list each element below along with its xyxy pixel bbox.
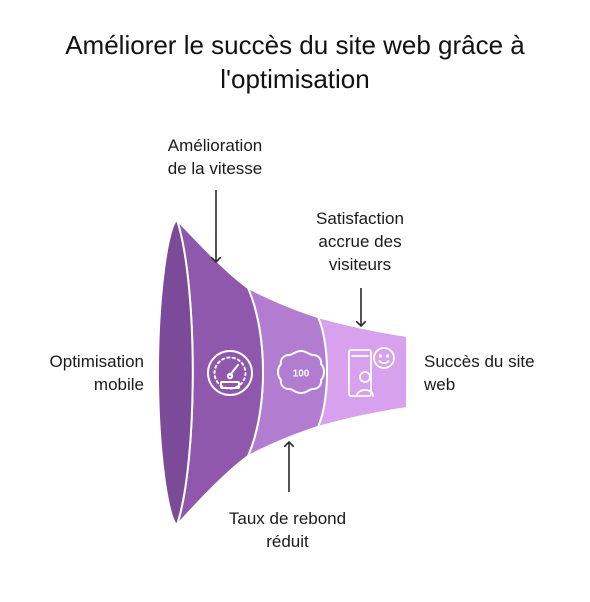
label-bounce-line-2: réduit (266, 532, 309, 551)
label-success-line-1: Succès du site (424, 352, 535, 371)
label-mobile-optimisation: Optimisation mobile (10, 350, 144, 396)
score-badge-text: 100 (293, 369, 310, 380)
label-bounce-line-1: Taux de rebond (228, 509, 347, 528)
label-website-success: Succès du site web (424, 350, 584, 396)
diagram-title: Améliorer le succès du site web grâce à … (0, 28, 590, 96)
happy-user-icon (348, 347, 395, 397)
label-mobile-line-1: Optimisation (49, 352, 144, 371)
label-bounce-rate: Taux de rebond réduit (200, 507, 375, 553)
title-line-2: l'optimisation (220, 64, 370, 94)
title-line-1: Améliorer le succès du site web grâce à (65, 30, 525, 60)
label-speed-line-2: de la vitesse (167, 159, 263, 178)
score-badge-icon: 100 (277, 349, 325, 395)
funnel-segment-mobile (156, 218, 194, 527)
label-speed-improvement: Amélioration de la vitesse (130, 134, 300, 180)
label-speed-line-1: Amélioration (167, 136, 263, 155)
label-success-line-2: web (424, 375, 456, 394)
label-satisfaction-line-2: accrue des (318, 232, 402, 251)
label-satisfaction-line-3: visiteurs (328, 255, 392, 274)
label-mobile-line-2: mobile (93, 375, 144, 394)
speedometer-icon (207, 350, 253, 396)
label-satisfaction-line-1: Satisfaction (316, 209, 404, 228)
label-visitor-satisfaction: Satisfaction accrue des visiteurs (290, 207, 430, 276)
